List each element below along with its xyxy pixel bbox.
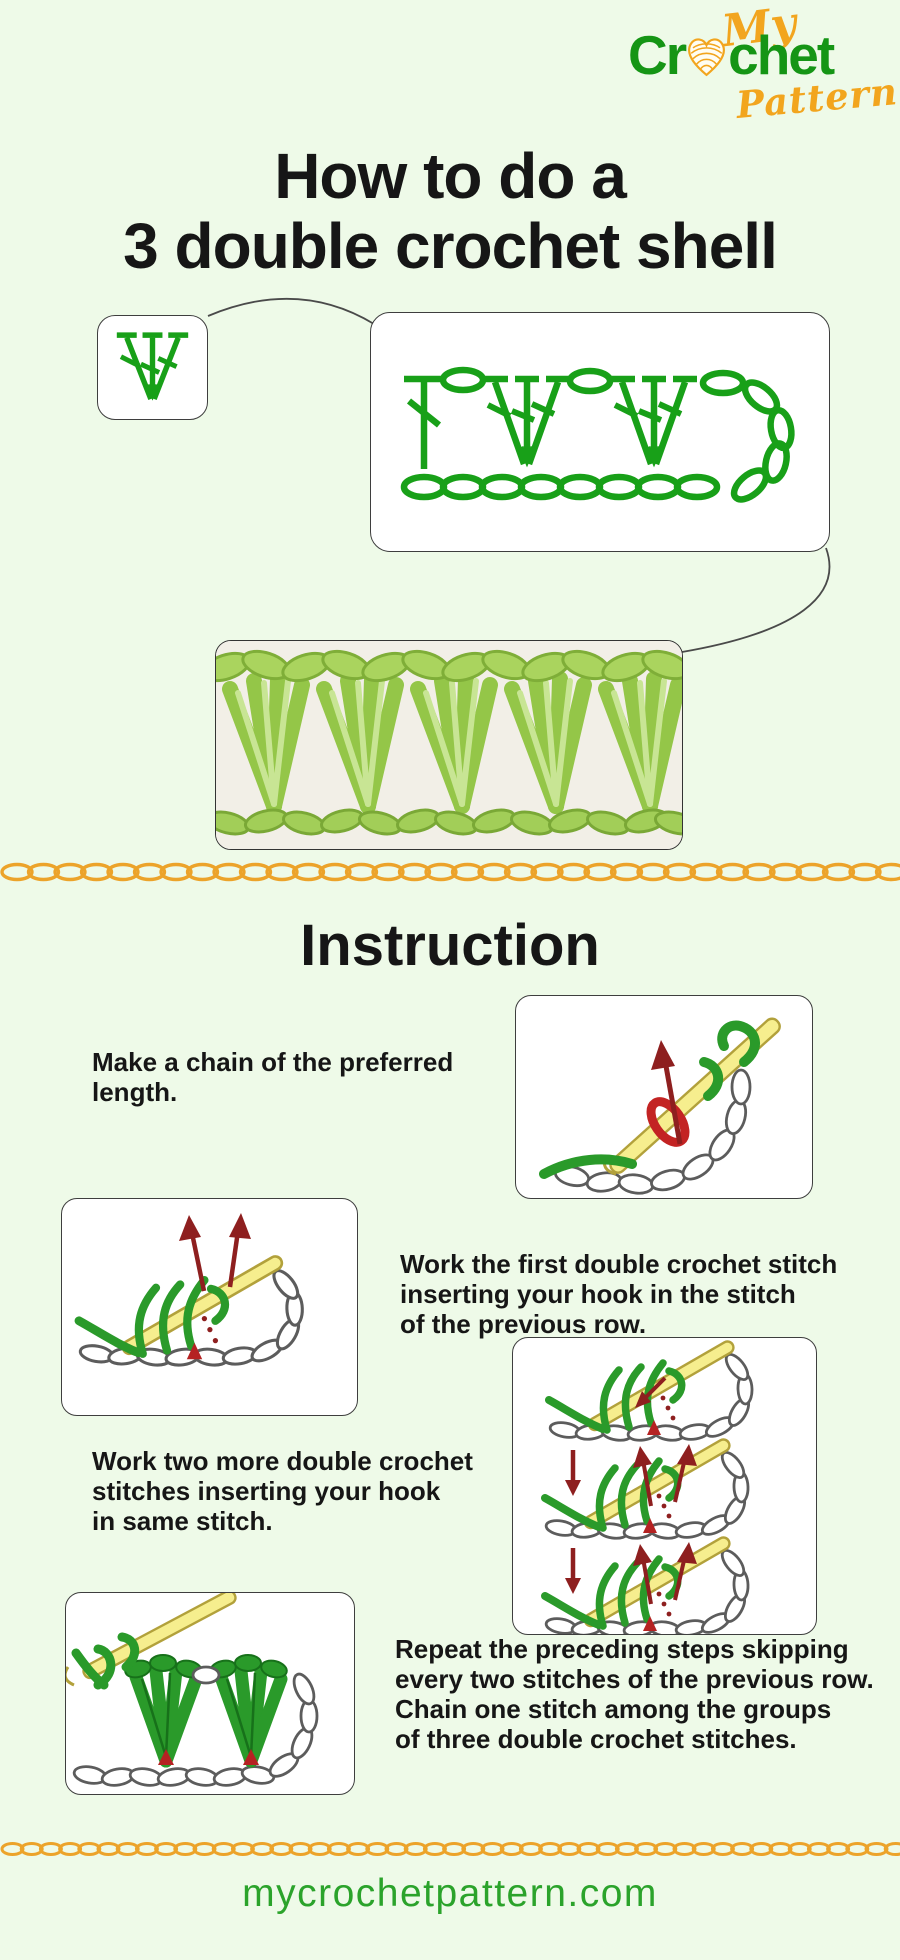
connector-line [681,547,831,653]
shell-stitch-photo-art [216,641,682,849]
crochet-chart-box [370,312,830,552]
step-image-box [61,1198,358,1416]
step-image-box [65,1592,355,1795]
step-text: Work the first double crochet stitch ins… [400,1249,838,1339]
repeat-shell-groups-illustration [66,1593,319,1787]
step-image-box [512,1337,817,1635]
logo-crochet-prefix: Cr [628,24,687,86]
instruction-heading: Instruction [300,913,600,978]
website-text: mycrochetpattern.com [242,1872,658,1915]
connector-line [207,297,375,325]
page-title: How to do a 3 double crochet shell [0,141,900,281]
step-text: Work two more double crochet stitches in… [92,1446,473,1536]
page-title-line2: 3 double crochet shell [123,210,778,282]
crochet-chart [400,366,795,503]
shell-symbol-icon [116,332,189,401]
chain-divider [0,1842,900,1856]
step-text: Make a chain of the preferred length. [92,1047,454,1107]
page-title-line1: How to do a [274,140,627,212]
chain-divider [0,862,900,882]
first-double-crochet-illustration [62,1213,357,1415]
logo-crochet-suffix: chet [728,24,835,86]
step-text: Repeat the preceding steps skipping ever… [395,1634,874,1754]
shell-symbol-box [97,315,208,420]
step-image-box [515,995,813,1199]
logo-word-crochet: Cr chet [628,24,835,86]
three-double-crochet-sequence-illustration [513,1338,816,1634]
yarn-heart-icon [688,38,726,77]
shell-stitch-photo [215,640,683,850]
chain-with-hook-illustration [539,1017,781,1195]
